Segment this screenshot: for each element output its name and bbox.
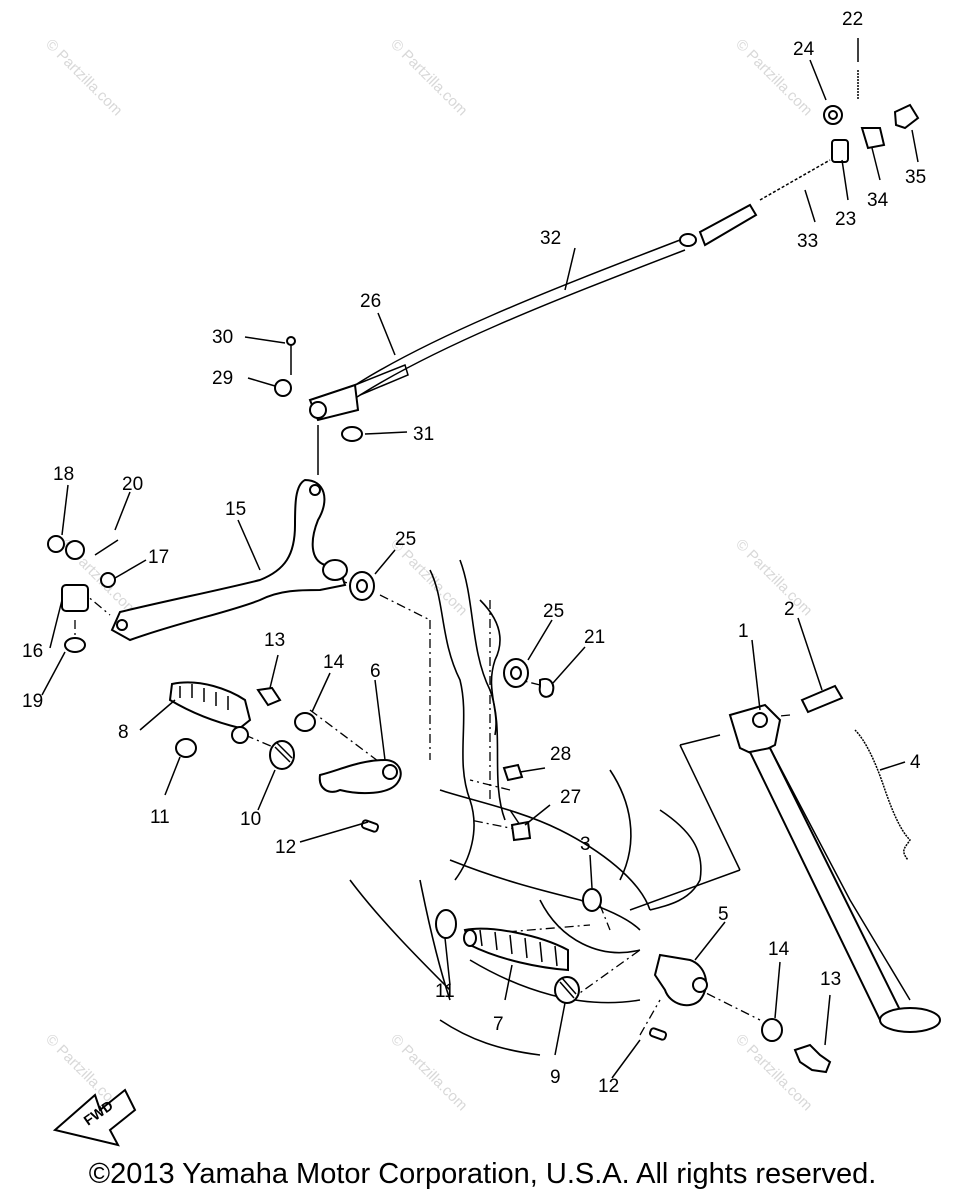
callout-32: 32 <box>540 228 561 249</box>
cable-end-parts <box>823 70 920 163</box>
callout-18: 18 <box>53 464 74 485</box>
leader-lines <box>41 38 919 1079</box>
callout-25-upper: 25 <box>395 529 416 550</box>
frame-outline <box>349 559 702 1056</box>
lower-cable-end-parts <box>274 336 409 442</box>
callout-30: 30 <box>212 327 233 348</box>
callout-12-front: 12 <box>598 1076 619 1097</box>
callout-14-front: 14 <box>768 939 790 960</box>
callout-7: 7 <box>493 1014 504 1035</box>
copyright-notice: ©2013 Yamaha Motor Corporation, U.S.A. A… <box>88 1158 877 1190</box>
callout-3: 3 <box>580 834 591 855</box>
callout-23: 23 <box>835 209 856 230</box>
callout-28: 28 <box>550 744 571 765</box>
callout-11-rear: 11 <box>150 807 170 828</box>
callout-26: 26 <box>360 291 381 312</box>
callout-14-rear: 14 <box>323 652 345 673</box>
callout-labels: 1 2 3 4 5 6 7 8 9 10 11 11 12 12 13 13 1… <box>22 9 926 1097</box>
right-footrest-assembly <box>435 909 580 1004</box>
callout-34: 34 <box>867 190 889 211</box>
callout-31: 31 <box>413 424 434 445</box>
assembly-lines <box>74 425 791 1036</box>
callout-20: 20 <box>122 474 143 495</box>
side-stand <box>728 684 941 1033</box>
callout-25-lower: 25 <box>543 601 564 622</box>
callout-29: 29 <box>212 368 233 389</box>
watermark: © Partzilla.com <box>387 1031 470 1114</box>
callout-9: 9 <box>550 1067 561 1088</box>
callout-21: 21 <box>584 627 605 648</box>
callout-15: 15 <box>225 499 246 520</box>
brake-cable <box>339 159 831 406</box>
cable-boot <box>679 233 697 247</box>
callout-17: 17 <box>148 547 169 568</box>
callout-8: 8 <box>118 722 129 743</box>
callout-35: 35 <box>905 167 926 188</box>
callout-24: 24 <box>793 39 815 60</box>
callout-5: 5 <box>718 904 729 925</box>
callout-10: 10 <box>240 809 261 830</box>
watermark: © Partzilla.com <box>732 536 815 619</box>
watermark-layer: © Partzilla.com © Partzilla.com © Partzi… <box>42 36 815 1114</box>
fwd-badge: FWD <box>52 1088 137 1147</box>
callout-6: 6 <box>370 661 381 682</box>
pedal-end-hardware <box>47 535 119 653</box>
callout-13-rear: 13 <box>264 630 285 651</box>
watermark: © Partzilla.com <box>387 36 470 119</box>
watermark: © Partzilla.com <box>732 1031 815 1114</box>
callout-13-front: 13 <box>820 969 841 990</box>
frame-bolts <box>502 763 532 842</box>
footrest-bracket-hardware <box>648 953 832 1074</box>
callout-11-front: 11 <box>435 981 455 1002</box>
callout-22: 22 <box>842 9 863 30</box>
callout-1: 1 <box>738 621 749 642</box>
watermark: © Partzilla.com <box>42 36 125 119</box>
bushing-3 <box>582 888 602 912</box>
callout-4: 4 <box>910 752 921 773</box>
callout-16: 16 <box>22 641 43 662</box>
callout-2: 2 <box>784 599 795 620</box>
callout-33: 33 <box>797 231 818 252</box>
brake-pedal <box>110 478 348 642</box>
bushings <box>349 571 555 698</box>
callout-12-rear: 12 <box>275 837 296 858</box>
left-footrest-assembly <box>168 681 402 833</box>
callout-27: 27 <box>560 787 581 808</box>
callout-19: 19 <box>22 691 43 712</box>
